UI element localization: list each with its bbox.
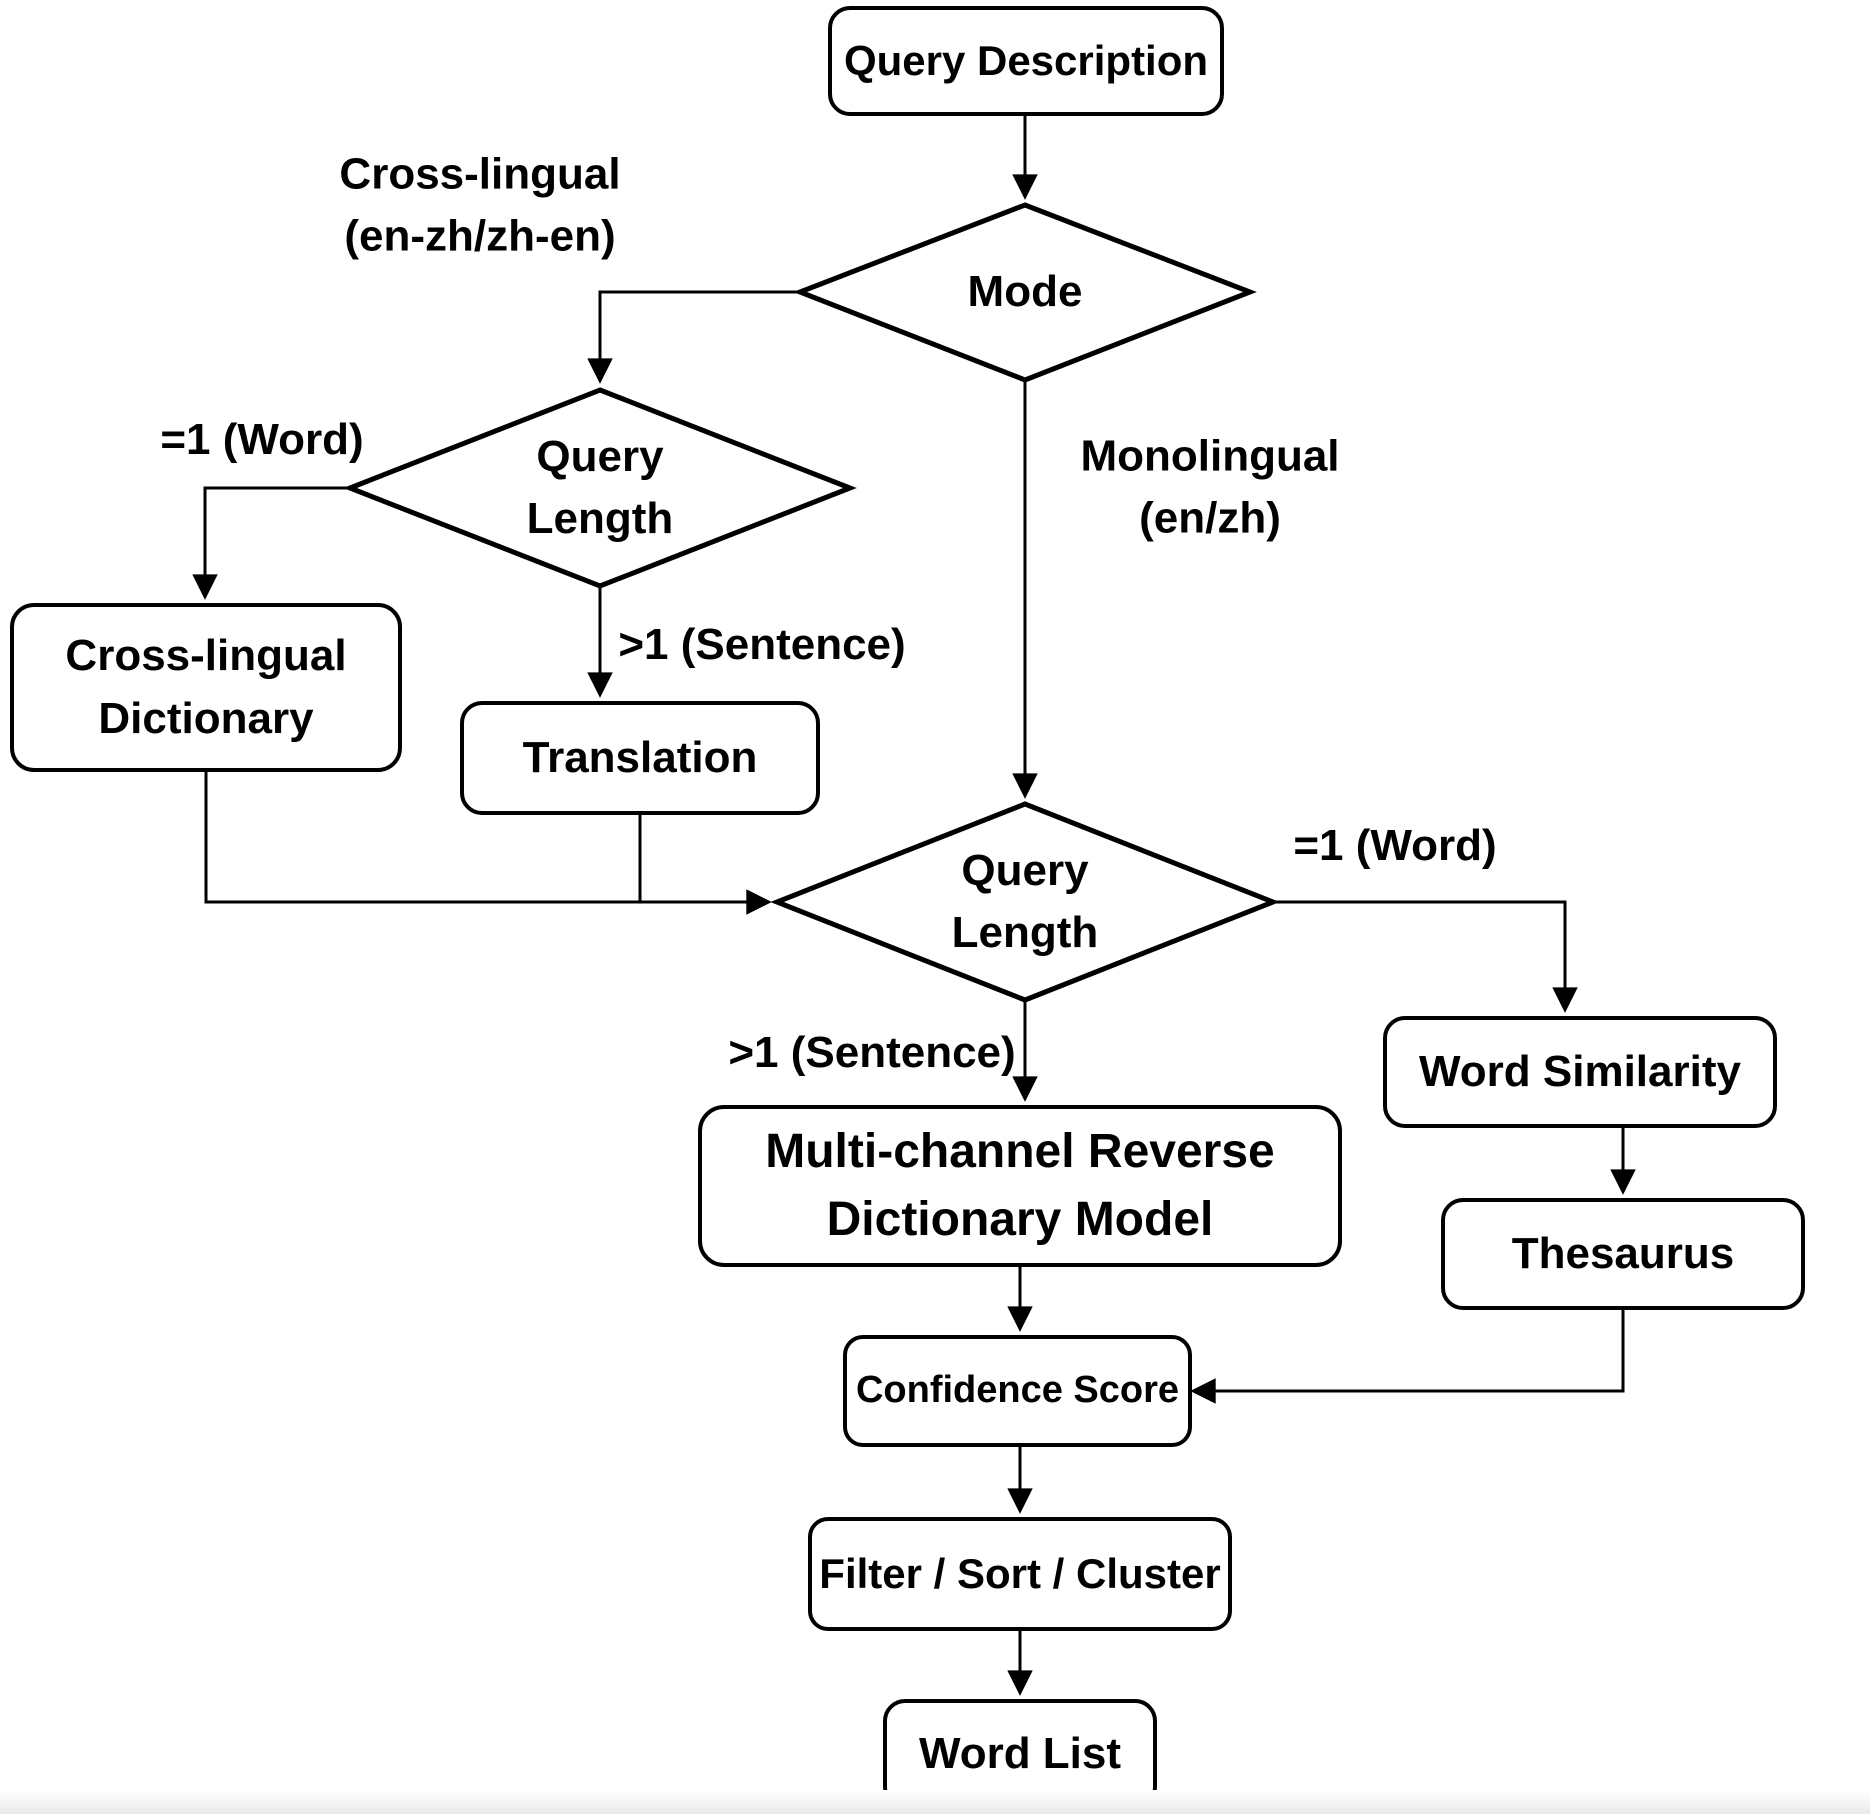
edge-label-cross-lingual: Cross-lingual (en-zh/zh-en) [339, 149, 621, 261]
query-length-top-diamond-shape [343, 387, 857, 589]
word-similarity-box-shape [1383, 1016, 1777, 1128]
edge-label-word-left: =1 (Word) [160, 414, 364, 464]
cross-lingual-dictionary-box-shape [10, 603, 402, 772]
query-description-box-shape [828, 6, 1224, 116]
edge-querylength-top-to-dictionary [192, 486, 350, 600]
edge-label-word-right: =1 (Word) [1293, 820, 1497, 870]
filter-sort-cluster-box-shape [808, 1517, 1232, 1631]
edge-merge-into-querylength-main [204, 770, 772, 915]
edge-label-sentence-lower: >1 (Sentence) [728, 1027, 1016, 1077]
query-length-main-diamond-shape [770, 801, 1280, 1003]
edge-thesaurus-to-confidence [1190, 1308, 1625, 1404]
edge-mode-to-querylength-top [587, 290, 800, 384]
page-bottom-shade [0, 1790, 1870, 1814]
edge-label-monolingual: Monolingual (en/zh) [1080, 431, 1340, 543]
edge-label-sentence-upper: >1 (Sentence) [618, 619, 906, 669]
mode-diamond-shape [793, 202, 1257, 383]
translation-box-shape [460, 701, 820, 815]
confidence-score-box-shape [843, 1335, 1192, 1447]
thesaurus-box-shape [1441, 1198, 1805, 1310]
edge-querylength-main-to-wordsimilarity [1273, 900, 1578, 1013]
multi-channel-model-box-shape [698, 1105, 1342, 1267]
